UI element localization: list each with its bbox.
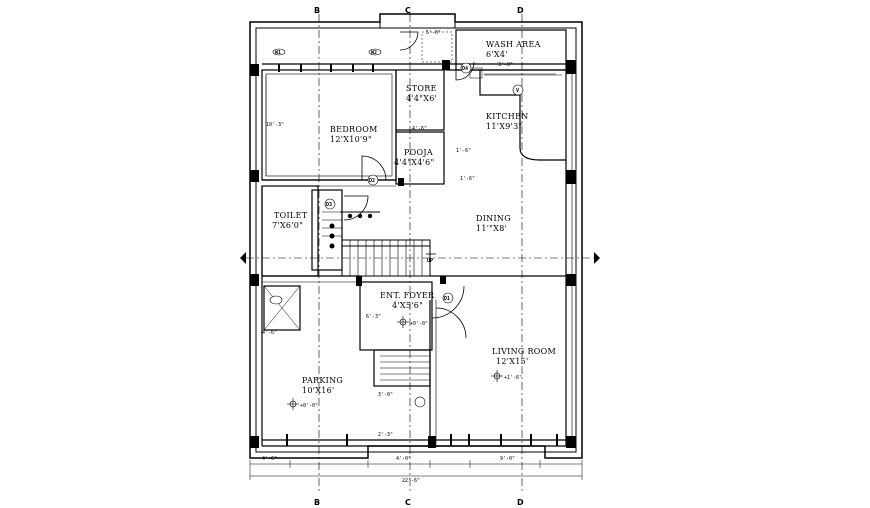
dim-bottom-c: 9'-0" [500,456,515,462]
room-size-kitchen: 11'X9'3" [486,122,523,131]
dim-bedroom-height: 10'-3" [266,122,284,128]
wash-fixtures [421,31,556,79]
level-foyer: +0'-0" [410,321,428,327]
dim-kitchen-side: 1'-6" [456,148,471,154]
room-size-parking: 10'X16' [302,386,335,395]
door-tag-d1: D1 [444,296,450,302]
opening-marks [278,64,558,446]
room-name-kitchen: KITCHEN [486,112,529,121]
toilet-wall [261,185,319,277]
stair-core [311,189,343,271]
duct-shaft [263,285,301,331]
stair-markers [329,213,373,249]
dim-bottom-b: 4'-0" [396,456,411,462]
dim-left-bottom: 4'-6" [262,330,277,336]
outer-walls [249,13,583,459]
room-size-foyer: 4'X5'6" [392,301,423,310]
pooja-wall [395,131,445,185]
bedroom-door-swing [361,155,387,181]
staircase [322,211,436,381]
grid-label-b-bottom: B [314,498,320,507]
dim-bottom-a: 4'-6" [262,456,277,462]
level-markers [287,316,503,410]
room-size-pooja: 4'4"X4'6" [394,158,435,167]
room-name-bedroom: BEDROOM [330,125,378,134]
level-parking: +0'-0" [300,403,318,409]
room-name-toilet: TOILET [274,211,308,220]
tags [269,48,524,408]
dim-mid-a: 4'-6" [412,126,427,132]
door-tag-d4: D4 [462,66,468,72]
vent-tag: V [516,88,519,94]
room-name-store: STORE [406,84,437,93]
room-size-living: 12'X15' [496,357,529,366]
grid-arrow-left [240,252,246,264]
room-size-dining: 11'"X8' [476,224,507,233]
grid-arrow-right [594,252,600,264]
door-tag-d3: D3 [326,202,332,208]
grid-label-c-bottom: C [405,498,411,507]
door-tag-d2: D2 [369,178,375,184]
tag-labels: D1 D2 D3 D4 W1 W2 V [275,50,519,302]
grid-markers: B C D B C D [240,6,600,507]
room-size-toilet: 7'X6'0" [272,221,303,230]
dim-park-small: 2'-3" [378,432,393,438]
living-door-swing [435,307,467,339]
dim-overall-width: 22'-6" [402,478,420,484]
grid-label-d-bottom: D [517,498,524,507]
grid-axes [246,14,594,492]
room-name-pooja: POOJA [404,148,433,157]
dimension-lines [249,76,583,480]
dim-mid-b: 1'-6" [460,176,475,182]
room-name-foyer: ENT. FOYER [380,291,435,300]
window-tag-w2: W2 [371,50,377,56]
stair-up-label: UP [427,258,433,264]
room-size-wash: 6'X4' [486,50,508,59]
columns [250,60,576,448]
dim-foyer-side: 6'-3" [366,314,381,320]
top-projection [379,13,456,29]
toilet-door-swing [343,195,369,221]
dim-stair-side: 3'-0" [378,392,393,398]
window-tag-w1: W1 [275,50,281,56]
room-name-dining: DINING [476,214,511,223]
dim-top-b: 3'-0" [498,62,513,68]
outer-boundary [249,13,583,459]
kitchen-wall [446,69,567,161]
foyer-door-swing [431,285,465,319]
room-name-living: LIVING ROOM [492,347,556,356]
store-wall [395,69,445,131]
kitchen-door-swing [455,61,475,81]
room-name-wash: WASH AREA [486,40,541,49]
dim-top-a: 5'-0" [426,30,441,36]
wash-door-swing [399,31,419,51]
doors [343,31,475,339]
grid-label-c-top: C [405,6,411,15]
room-name-parking: PARKING [302,376,343,385]
room-size-bedroom: 12'X10'9" [330,135,372,144]
grid-label-d-top: D [517,6,524,15]
grid-label-b-top: B [314,6,320,15]
room-size-store: 4'4"X6' [406,94,437,103]
level-living: +1'-6" [504,375,522,381]
wash-area-wall [455,29,567,71]
room-labels: WASH AREA 6'X4' STORE 4'4"X6' KITCHEN 11… [272,40,556,395]
dimension-texts: 22'-6" 10'-3" 5'-0" 3'-0" 4'-6" 1'-6" 6'… [262,30,515,484]
